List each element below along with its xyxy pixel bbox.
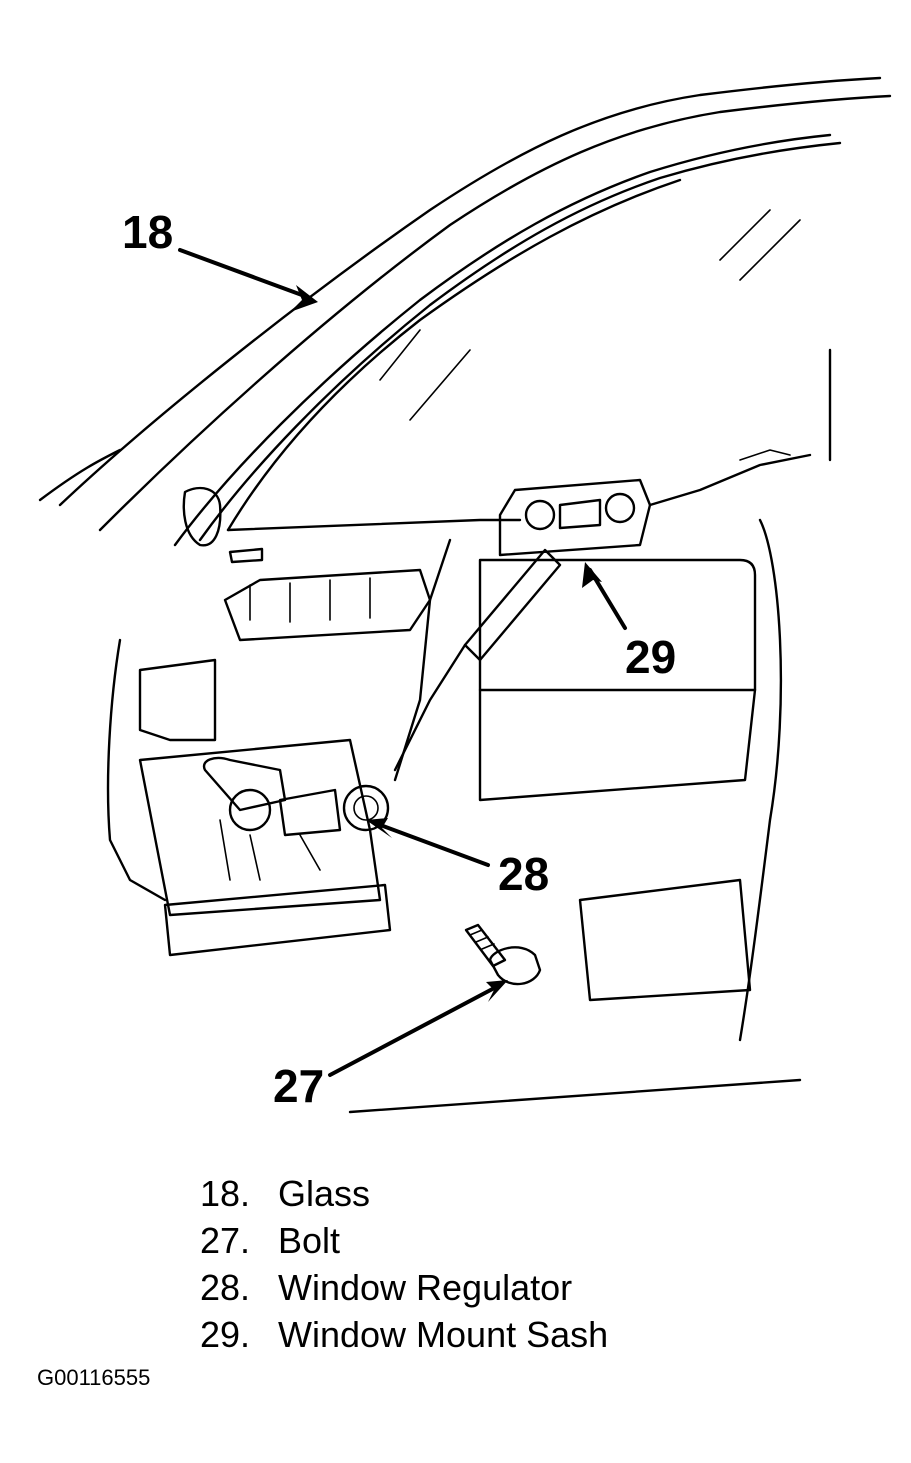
window-mount-sash [498, 449, 812, 557]
arrow-27 [328, 983, 502, 1077]
regulator-arm [393, 548, 562, 772]
figure-id: G00116555 [37, 1365, 151, 1390]
legend-item: 18. Glass [200, 1170, 608, 1217]
inner-door-panel [106, 518, 783, 1042]
arrow-28 [373, 821, 490, 867]
arrow-29-head [582, 562, 602, 588]
legend-item: 28. Window Regulator [200, 1264, 608, 1311]
legend-label: Bolt [278, 1220, 341, 1261]
parts-legend: 18. Glass 27. Bolt 28. Window Regulator … [200, 1170, 608, 1358]
legend-number: 27. [200, 1220, 251, 1261]
legend-label: Window Mount Sash [278, 1314, 609, 1355]
callout-28: 28 [498, 848, 549, 900]
legend-item: 29. Window Mount Sash [200, 1311, 608, 1358]
door-frame [38, 76, 892, 564]
arrow-28-head [366, 818, 392, 838]
arrow-18-head [290, 285, 318, 312]
arrow-18 [178, 248, 312, 300]
bolt [464, 923, 542, 986]
legend-number: 28. [200, 1267, 251, 1308]
legend-label: Window Regulator [278, 1267, 573, 1308]
legend-number: 29. [200, 1314, 251, 1355]
baseline [348, 1078, 802, 1114]
leader-arrows [178, 248, 627, 1077]
legend-number: 18. [200, 1173, 251, 1214]
legend-label: Glass [278, 1173, 371, 1214]
callout-27: 27 [273, 1060, 324, 1112]
arrow-27-head [486, 980, 508, 1002]
legend-item: 27. Bolt [200, 1217, 608, 1264]
callout-29: 29 [625, 631, 676, 683]
window-regulator [202, 756, 390, 881]
callout-18: 18 [122, 206, 173, 258]
